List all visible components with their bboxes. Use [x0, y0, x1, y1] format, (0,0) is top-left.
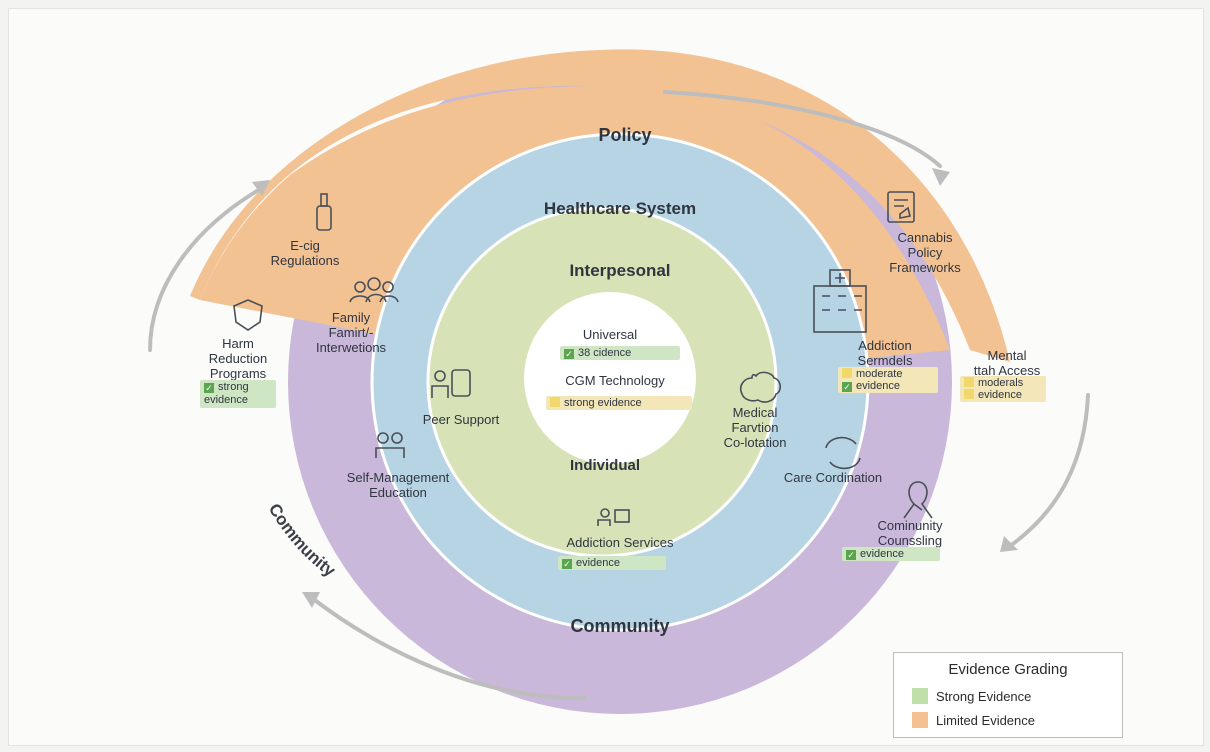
- limited-swatch: [912, 712, 928, 728]
- two-people-icon: [375, 432, 405, 458]
- addiction-services-label: Addiction Services: [566, 535, 674, 550]
- shield-icon: [233, 299, 263, 331]
- cgm-tag: strong evidence: [546, 396, 692, 410]
- document-leaf-icon: [887, 191, 915, 223]
- hospital-icon: [813, 269, 867, 333]
- community-label: Community: [570, 616, 670, 636]
- policy-band: [190, 49, 1010, 362]
- policy-label: Policy: [598, 125, 652, 145]
- peer-support-label: Peer Support: [422, 412, 500, 427]
- bottle-icon: [316, 193, 332, 231]
- person-screen-icon: [597, 508, 630, 526]
- cycle-arrows: [148, 90, 1090, 701]
- counselling-tag: ✓evidence: [842, 547, 940, 561]
- strong-swatch: [912, 688, 928, 704]
- center-circle: [524, 292, 696, 464]
- legend-title: Evidence Grading: [948, 661, 1068, 678]
- individual-label: Individual: [569, 457, 640, 474]
- healthcare-label: Healthcare System: [543, 199, 697, 218]
- legend-strong: Strong Evidence: [912, 688, 1031, 704]
- person-device-icon: [431, 369, 471, 398]
- care-coordination-label: Care Cordination: [783, 470, 883, 485]
- universal-tag: ✓38 cidence: [560, 346, 680, 360]
- people-group-icon: [349, 277, 399, 303]
- universal-title: Universal: [582, 327, 638, 342]
- cycle-arrows-icon: [825, 436, 861, 470]
- evidence-legend: Evidence Grading Strong Evidence Limited…: [893, 652, 1123, 738]
- interpersonal-label: Interpesonal: [569, 261, 671, 280]
- addiction-models-tag: moderate✓evidence: [838, 367, 938, 393]
- brain-icon: [739, 371, 782, 403]
- cgm-title: CGM Technology: [565, 373, 665, 388]
- arrow-heads: [252, 168, 1018, 608]
- legend-limited: Limited Evidence: [912, 712, 1035, 728]
- addiction-services-tag: ✓evidence: [558, 556, 666, 570]
- ribbon-icon: [903, 481, 933, 519]
